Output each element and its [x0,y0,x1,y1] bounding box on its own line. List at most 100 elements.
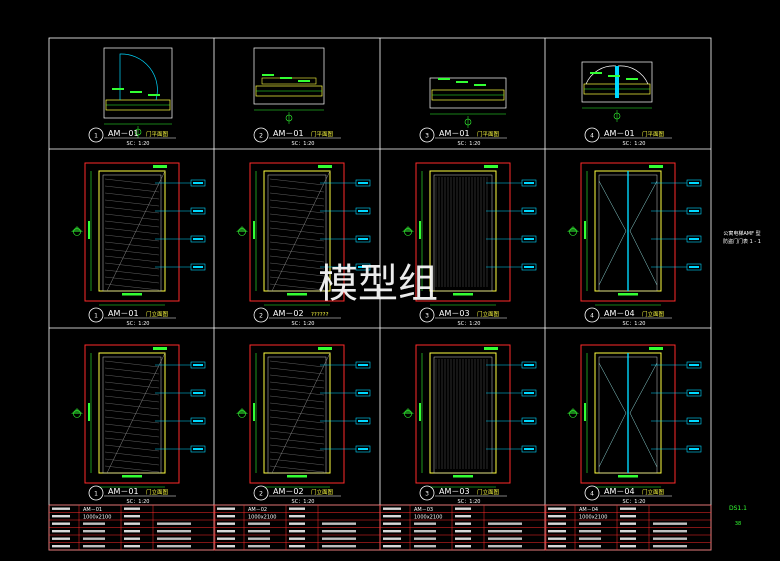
swing-indicator [106,352,166,474]
schedule-door-size: 1000x2100 [248,515,276,521]
horizontal-dimension-text [618,475,638,478]
head-height-label [318,347,332,350]
panel-scale: SC：1:20 [127,499,150,505]
schedule-field-label [455,507,471,510]
leaf-hatch [269,423,325,431]
section-marker-arrow [402,408,414,414]
leaf-hatch [269,437,325,445]
schedule-field-value [414,530,436,533]
material-tag-text [193,238,203,240]
panel-scale: SC：1:20 [292,321,315,327]
material-tag-text [689,266,699,268]
schedule-field-label [548,537,566,540]
material-tag [686,445,702,453]
material-tag [355,417,371,425]
material-tag [686,263,702,271]
schedule-field-label [124,507,140,510]
panel-subtitle: 门平面图 [146,130,169,138]
leaf-hatch [269,262,325,270]
panel-subtitle: ?????? [311,312,329,318]
horizontal-dimension-text [122,293,142,296]
material-tag-text [358,210,368,212]
leaf-hatch [269,255,325,263]
section-marker-arrow [567,408,579,414]
door-leaf-panel [102,174,162,292]
material-tag-text [358,392,368,394]
leaf-hatch [104,262,160,270]
row-a-door-elevation-1 [71,162,206,306]
row-b-door-elevation-4 [567,344,702,488]
leaf-hatch [104,423,160,431]
door-schedule-table: AM－011000x2100AM－021000x2100AM－031000x21… [48,504,712,551]
dimension-text [262,74,274,76]
material-tag [521,417,537,425]
section-marker-arrow [236,408,248,414]
leaf-hatch [269,430,325,438]
panel-number-bubble [253,485,269,501]
schedule-field-value [488,522,522,525]
panel-number: 3 [425,133,429,140]
door-swing-arc-right [617,65,649,85]
material-tag-text [193,420,203,422]
schedule-field-label [52,522,70,525]
schedule-field-label [455,515,471,518]
schedule-field-value [653,530,687,533]
panel-number-bubble [419,485,435,501]
horizontal-dimension-text [287,475,307,478]
schedule-field-label [620,537,636,540]
material-tag-text [689,420,699,422]
schedule-field-value [653,522,687,525]
material-tag [521,263,537,271]
leaf-hatch [269,185,325,193]
vertical-dimension-text [253,403,255,421]
leaf-hatch [104,360,160,368]
material-tag [355,445,371,453]
panel-number: 1 [94,313,98,320]
panel-subtitle: 门平面图 [642,130,665,138]
material-tag [521,361,537,369]
panel-subtitle: 门平面图 [477,130,500,138]
panel-title: AM－01 [273,129,304,138]
schedule-field-value [83,522,105,525]
dimension-text [112,88,124,90]
panel-subtitle: 门立面图 [477,488,500,496]
door-opening-outline [84,344,180,484]
swing-indicator [106,170,166,292]
leaf-hatch [104,199,160,207]
panel-scale: SC：1:20 [623,321,646,327]
schedule-field-label [620,545,636,548]
leaf-hatch [104,206,160,214]
panel-number: 1 [94,491,98,498]
material-tag [521,235,537,243]
glass-pattern [598,180,658,286]
row-a-door-elevation-3 [402,162,537,306]
schedule-field-label [124,537,140,540]
page-number: 38 [735,521,741,527]
panel-title: AM－01 [108,129,139,138]
schedule-door-code: AM－02 [248,507,267,513]
door-leaf-panel [433,356,493,474]
material-tag-text [524,448,534,450]
row-a-door-elevation-4 [567,162,702,306]
panel-subtitle: 门平面图 [311,130,334,138]
leaf-hatch [269,458,325,466]
schedule-field-label [217,537,235,540]
schedule-field-label [548,522,566,525]
leaf-hatch [269,360,325,368]
schedule-door-code: AM－04 [579,507,598,513]
panel-number-bubble [88,485,104,501]
schedule-field-label [548,515,566,518]
schedule-field-label [383,507,401,510]
leaf-hatch [104,234,160,242]
dimension-text [130,91,142,93]
leaf-hatch [269,241,325,249]
schedule-field-label [455,530,471,533]
schedule-door-size: 1000x2100 [83,515,111,521]
material-tag [521,207,537,215]
